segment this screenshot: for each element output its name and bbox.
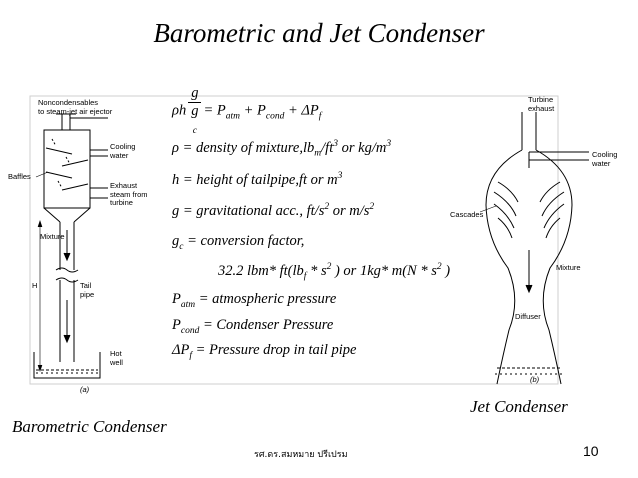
- label-noncondensables: Noncondensables to steam-jet air ejector: [38, 98, 113, 116]
- slide-title: Barometric and Jet Condenser: [153, 18, 485, 48]
- page-number: 10: [583, 443, 599, 459]
- label-turbine-exhaust: Turbine exhaust: [528, 95, 555, 113]
- label-cascades: Cascades: [450, 210, 484, 219]
- jet-condenser-drawing: [479, 112, 589, 385]
- equation-gravity: g = gravitational acc., ft/s2 or m/s2: [172, 202, 375, 219]
- equation-patm: Patm = atmospheric pressure: [172, 291, 337, 310]
- caption-jet-condenser: Jet Condenser: [470, 397, 568, 416]
- equation-delta-pf: ΔPf = Pressure drop in tail pipe: [172, 342, 357, 361]
- figure-frame: [29, 95, 559, 385]
- barometric-condenser-drawing: [33, 113, 108, 379]
- label-mixture-a: Mixture: [40, 232, 65, 241]
- figure-label-b: (b): [530, 375, 540, 384]
- label-hot-well: Hot well: [110, 349, 123, 367]
- equation-density: ρ = density of mixture,lbm/ft3 or kg/m3: [172, 139, 392, 159]
- label-exhaust-steam: Exhaust steam from turbine: [110, 181, 148, 207]
- baffles-drawing: [45, 138, 89, 191]
- figure-label-a: (a): [80, 385, 90, 394]
- label-baffles: Baffles: [8, 172, 31, 181]
- footer-author: รศ.ดร.สมหมาย ปรีเปรม: [254, 450, 348, 460]
- label-cooling-water-b: Cooling water: [592, 150, 618, 168]
- caption-barometric-condenser: Barometric Condenser: [12, 417, 167, 436]
- cascades-drawing: [493, 181, 565, 239]
- label-mixture-b: Mixture: [556, 263, 581, 272]
- equation-conversion-factor: gc = conversion factor,: [172, 233, 305, 252]
- label-cooling-water-a: Cooling water: [110, 142, 136, 160]
- label-tail-pipe: Tail pipe: [80, 281, 95, 299]
- equation-pcond: Pcond = Condenser Pressure: [172, 317, 334, 336]
- equation-conversion-value: 32.2 lbm* ft(lbf * s2 ) or 1kg* m(N * s2…: [218, 262, 451, 282]
- equation-height: h = height of tailpipe,ft or m3: [172, 171, 343, 188]
- label-diffuser: Diffuser: [515, 312, 541, 321]
- label-h: H: [32, 281, 38, 290]
